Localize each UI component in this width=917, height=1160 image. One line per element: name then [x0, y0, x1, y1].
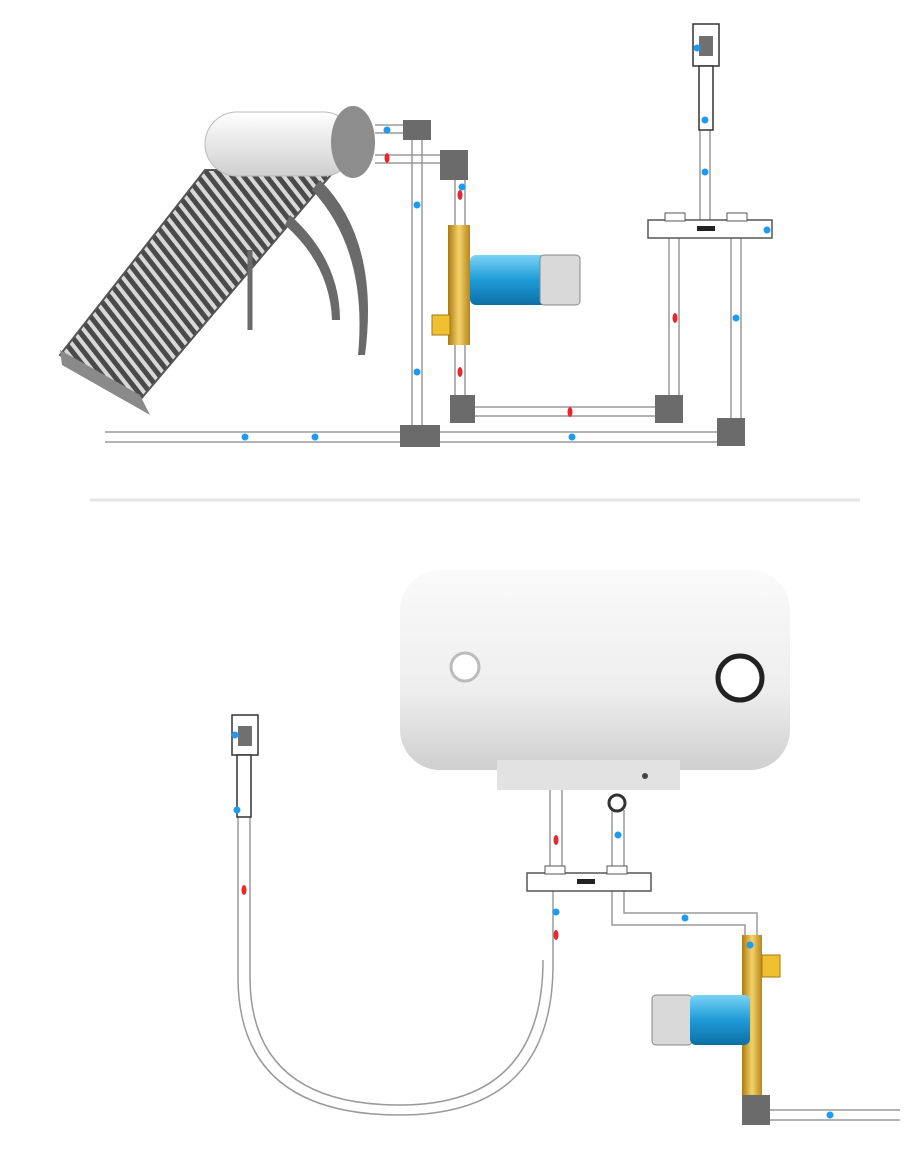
- solar-stand-frame: [285, 180, 368, 355]
- hot-flow-arrow: [241, 885, 247, 895]
- shower-riser: [699, 130, 711, 220]
- cold-flow-marker: [693, 44, 701, 52]
- elbow-fitting: [403, 120, 431, 140]
- flow-arrows: [231, 44, 834, 1119]
- indicator-light: [642, 773, 648, 779]
- cold-flow-marker: [746, 941, 754, 949]
- shower-head-top: [692, 23, 720, 131]
- hot-flow-arrow: [457, 190, 463, 200]
- elbow-fitting: [450, 395, 475, 423]
- elbow-fitting: [440, 150, 468, 180]
- mixer-knob: [726, 212, 748, 222]
- cold-flow-marker: [383, 126, 391, 134]
- shower-handle: [236, 754, 252, 818]
- cold-supply-pipe: [770, 1109, 900, 1121]
- cold-flow-marker: [241, 433, 249, 441]
- cold-flow-marker: [231, 731, 239, 739]
- collector-bottom-rail: [60, 350, 150, 415]
- mixer-valve-bottom: [526, 865, 652, 892]
- cold-flow-marker: [826, 1111, 834, 1119]
- mixer-cold-riser: [730, 238, 742, 425]
- cold-flow-marker: [413, 201, 421, 209]
- flow-switch: [431, 314, 451, 336]
- heater-hot-outlet: [549, 790, 563, 870]
- booster-pump-bottom: [651, 935, 781, 1125]
- temperature-knob: [715, 653, 765, 703]
- thermometer-gauge: [449, 651, 481, 683]
- electric-tank: [400, 570, 790, 770]
- mixer-slot: [697, 226, 715, 231]
- cold-flow-marker: [701, 116, 709, 124]
- electric-water-heater: [400, 570, 790, 790]
- shower-handle: [698, 65, 714, 131]
- cold-flow-marker: [732, 314, 740, 322]
- shower-nozzles: [238, 726, 252, 746]
- solar-tank-end-cap: [331, 106, 375, 178]
- pump-motor: [690, 995, 750, 1045]
- cold-flow-marker: [311, 433, 319, 441]
- elbow-fitting: [717, 418, 745, 446]
- mixer-slot: [577, 879, 595, 884]
- heater-cold-inlet: [611, 810, 625, 870]
- pump-end-cap: [651, 994, 693, 1046]
- hot-flow-arrow: [553, 835, 559, 845]
- hot-flow-arrow: [553, 930, 559, 940]
- pump-brass-valve: [742, 935, 762, 1095]
- mixer-cold-feed: [611, 890, 758, 935]
- cold-flow-marker: [233, 806, 241, 814]
- pump-motor: [470, 255, 550, 305]
- cold-flow-marker: [413, 368, 421, 376]
- cold-flow-marker: [458, 183, 466, 191]
- solar-cold-riser: [411, 128, 423, 430]
- cold-flow-marker: [552, 908, 560, 916]
- shower-nozzles: [699, 36, 713, 56]
- mixer-valve-top: [647, 212, 773, 239]
- hot-flow-arrow: [457, 367, 463, 377]
- elbow-fitting: [655, 395, 683, 423]
- tee-fitting: [400, 425, 440, 447]
- hot-return-pipe: [470, 406, 665, 417]
- hot-flow-arrow: [672, 313, 678, 323]
- mixer-knob: [544, 865, 566, 875]
- tank-base-panel: [497, 760, 680, 790]
- solar-collector-panel: [58, 169, 338, 402]
- flow-switch: [761, 954, 781, 978]
- elbow-fitting: [742, 1095, 770, 1125]
- pump-brass-valve: [448, 225, 470, 345]
- cold-flow-marker: [681, 914, 689, 922]
- solar-water-heater: [58, 106, 375, 415]
- mixer-knob: [664, 212, 686, 222]
- shower-hose: [237, 765, 554, 1116]
- mixer-hot-riser: [668, 238, 680, 400]
- bottom-pipes: [237, 765, 900, 1121]
- top-fittings: [400, 120, 745, 447]
- cold-flow-marker: [568, 433, 576, 441]
- valve-ring: [607, 793, 627, 813]
- cold-flow-marker: [701, 168, 709, 176]
- shower-head-bottom: [231, 714, 259, 818]
- cold-flow-marker: [763, 226, 771, 234]
- cold-flow-marker: [614, 831, 622, 839]
- mixer-knob: [606, 865, 628, 875]
- booster-pump-top: [431, 225, 581, 345]
- hot-flow-arrow: [567, 407, 573, 417]
- hot-flow-arrow: [384, 153, 390, 163]
- solar-top-feed: [375, 124, 450, 164]
- pump-end-cap: [539, 254, 581, 306]
